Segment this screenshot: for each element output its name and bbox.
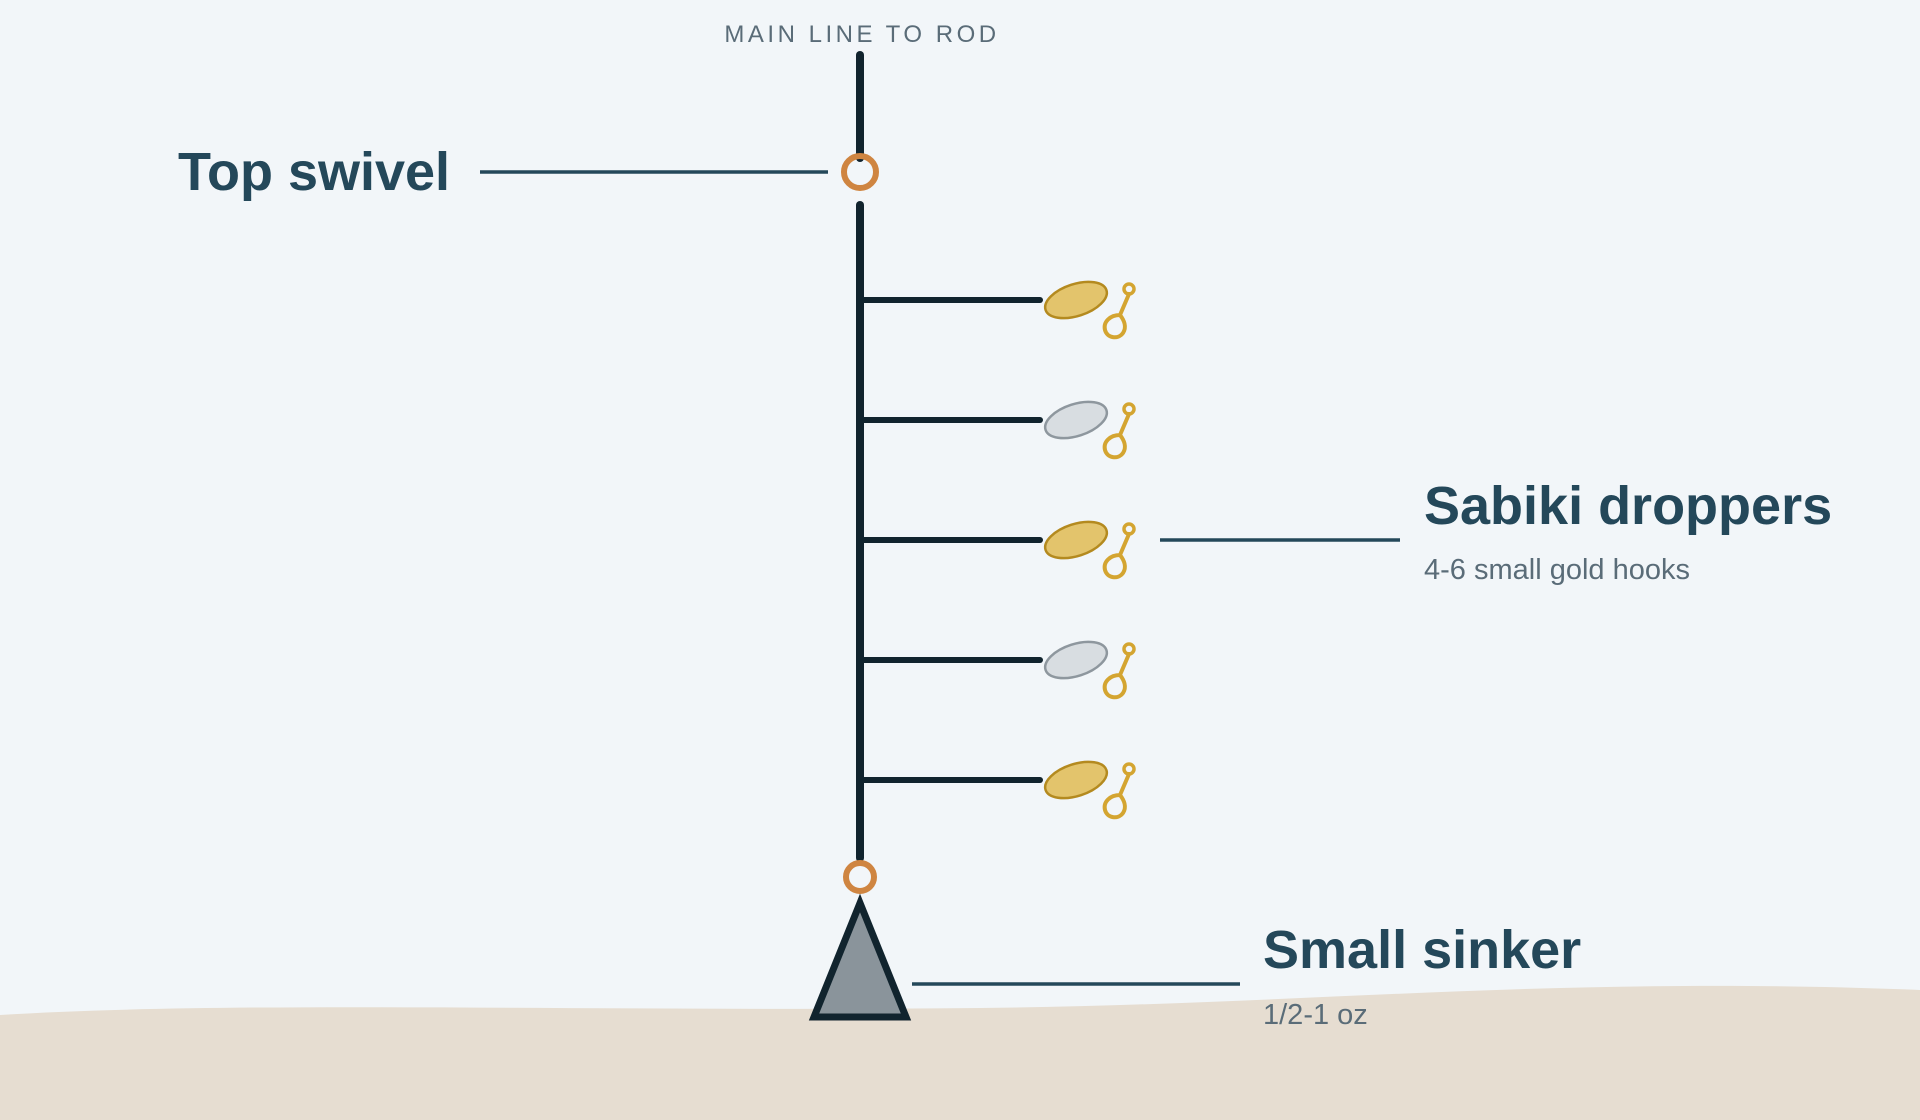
small-sinker-label: Small sinker	[1263, 920, 1581, 980]
hook-eye	[1122, 402, 1136, 416]
hook-icon	[1102, 292, 1131, 340]
dropper	[861, 760, 1136, 820]
seabed-sand	[0, 985, 1920, 1120]
hook-icon	[1102, 412, 1131, 460]
small-sinker-sublabel: 1/2-1 oz	[1263, 999, 1368, 1031]
hook-eye	[1122, 762, 1136, 776]
dropper	[861, 400, 1136, 460]
main-line-caption: MAIN LINE TO ROD	[724, 21, 999, 48]
hook-eye	[1122, 522, 1136, 536]
dropper	[861, 520, 1136, 580]
hook-icon	[1102, 652, 1131, 700]
top-swivel-label: Top swivel	[178, 142, 450, 202]
hook-eye	[1122, 282, 1136, 296]
sabiki-droppers-label: Sabiki droppers	[1424, 476, 1832, 536]
bottom-swivel	[843, 860, 877, 894]
top-swivel	[841, 153, 879, 191]
hook-icon	[1102, 532, 1131, 580]
hook-icon	[1102, 772, 1131, 820]
dropper-group	[861, 280, 1136, 820]
dropper	[861, 640, 1136, 700]
lure-icon	[1043, 520, 1109, 560]
lure-icon	[1043, 760, 1109, 800]
sinker-icon	[808, 893, 912, 1021]
hook-eye	[1122, 642, 1136, 656]
dropper	[861, 280, 1136, 340]
lure-icon	[1043, 400, 1109, 440]
lure-icon	[1043, 280, 1109, 320]
sabiki-droppers-sublabel: 4-6 small gold hooks	[1424, 554, 1690, 586]
lure-icon	[1043, 640, 1109, 680]
